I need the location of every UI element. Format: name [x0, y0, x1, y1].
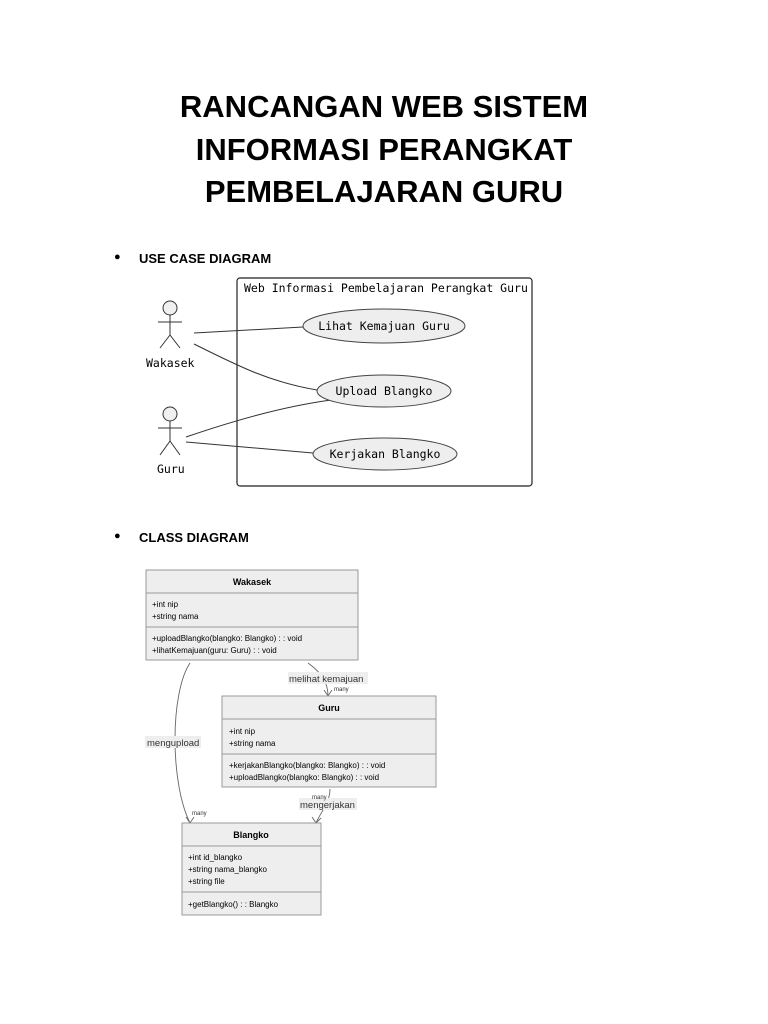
actor-guru-label: Guru [157, 462, 185, 476]
class-wakasek: Wakasek +int nip +string nama +uploadBla… [145, 569, 359, 661]
class-heading-text: CLASS DIAGRAM [139, 530, 249, 545]
class-method: +uploadBlangko(blangko: Blangko) : : voi… [229, 773, 379, 782]
relation-mengerjakan-multiplicity: many [312, 795, 327, 801]
class-blangko: Blangko +int id_blangko +string nama_bla… [181, 822, 322, 916]
use-case-kerjakan-blangko-label: Kerjakan Blangko [330, 447, 441, 461]
actor-guru [158, 406, 182, 456]
title-line-1: RANCANGAN WEB SISTEM [179, 89, 589, 124]
use-case-upload-blangko-label: Upload Blangko [336, 384, 433, 398]
class-blangko-name: Blangko [233, 830, 269, 840]
relation-mengupload-label: mengupload [147, 738, 199, 749]
association-lines [185, 326, 332, 454]
actor-wakasek [158, 300, 182, 349]
use-case-kerjakan-blangko [312, 437, 458, 471]
class-method: +kerjakanBlangko(blangko: Blangko) : : v… [229, 761, 385, 770]
actor-wakasek-label: Wakasek [146, 356, 195, 370]
class-attribute: +string file [188, 877, 225, 886]
use-case-lihat-kemajuan [302, 308, 466, 344]
class-method: +uploadBlangko(blangko: Blangko) : : voi… [152, 634, 302, 643]
bullet-icon: ● [114, 530, 121, 542]
class-guru-name: Guru [318, 703, 340, 713]
class-attribute: +string nama [152, 612, 199, 621]
document-title: RANCANGAN WEB SISTEM INFORMASI PERANGKAT… [84, 86, 684, 214]
relation-mengerjakan-label: mengerjakan [300, 800, 355, 811]
use-case-diagram: Web Informasi Pembelajaran Perangkat Gur… [146, 277, 533, 487]
relation-melihat-label: melihat kemajuan [289, 674, 363, 685]
class-method: +getBlangko() : : Blangko [188, 900, 279, 909]
class-attribute: +int nip [152, 600, 179, 609]
class-wakasek-name: Wakasek [233, 577, 272, 587]
relation-melihat-multiplicity: many [334, 687, 349, 693]
class-attribute: +int nip [229, 727, 256, 736]
label-bg [288, 672, 368, 684]
class-attribute: +string nama_blangko [188, 865, 267, 874]
class-attribute: +int id_blangko [188, 853, 243, 862]
label-bg [299, 798, 357, 810]
bullet-icon: ● [114, 251, 121, 263]
class-method: +lihatKemajuan(guru: Guru) : : void [152, 646, 277, 655]
relation-mengupload-multiplicity: many [192, 811, 207, 817]
title-line-3: PEMBELAJARAN GURU [204, 174, 564, 209]
system-name: Web Informasi Pembelajaran Perangkat Gur… [244, 281, 528, 295]
label-bg [145, 736, 201, 748]
use-case-upload-blangko [316, 374, 452, 408]
class-diagram: melihat kemajuan many mengupload many me… [145, 569, 437, 916]
title-line-2: INFORMASI PERANGKAT [195, 131, 573, 167]
class-guru: Guru +int nip +string nama +kerjakanBlan… [221, 695, 437, 788]
use-case-lihat-kemajuan-label: Lihat Kemajuan Guru [318, 319, 450, 333]
class-attribute: +string nama [229, 739, 276, 748]
use-case-heading-text: USE CASE DIAGRAM [139, 251, 272, 266]
